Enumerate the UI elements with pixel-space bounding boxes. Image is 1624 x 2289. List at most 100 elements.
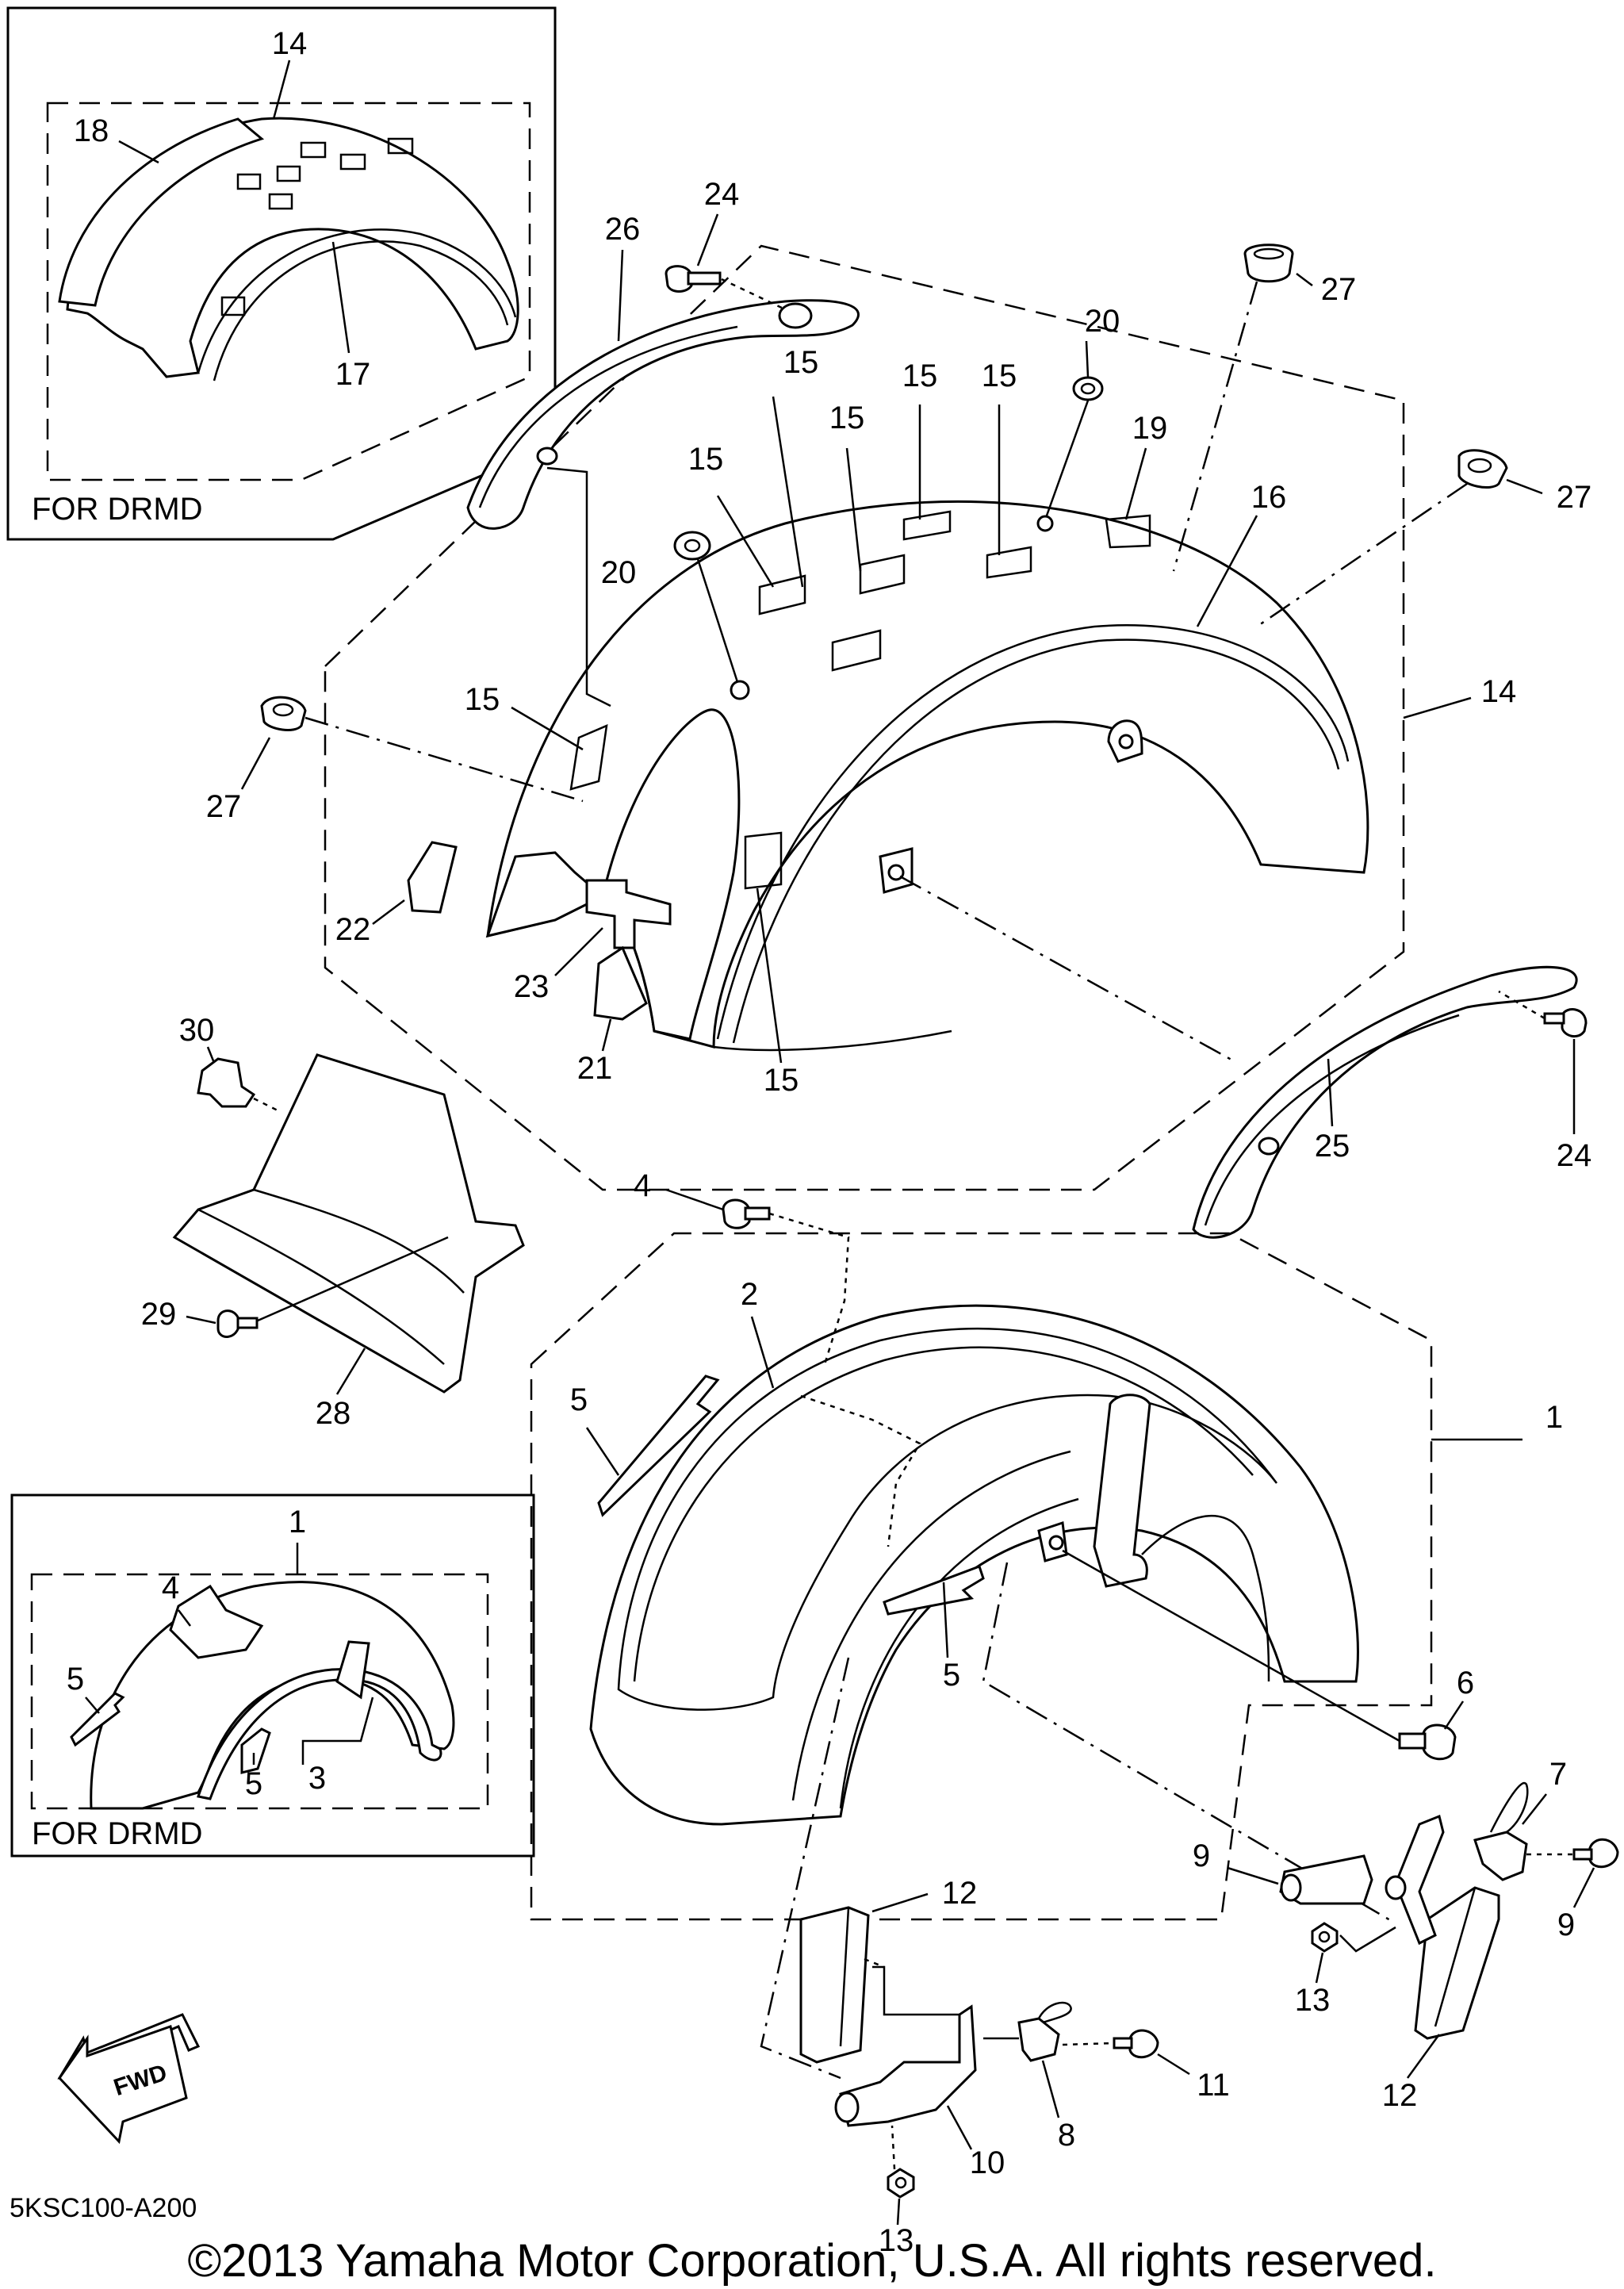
front-fender-body xyxy=(589,1304,1359,1826)
leader-19 xyxy=(1124,447,1147,520)
leader-20 xyxy=(1045,400,1090,516)
leader-5 xyxy=(585,1427,620,1476)
part-28-flap xyxy=(172,1053,525,1394)
leader-10 xyxy=(946,2105,973,2150)
part-13-nut-hole xyxy=(1318,1931,1331,1943)
label-patch-15 xyxy=(831,629,882,672)
rear-fender-tail-notch xyxy=(485,851,605,938)
callout-21: 21 xyxy=(577,1051,613,1086)
inset-top-left-border xyxy=(6,6,557,541)
label-patch-15 xyxy=(859,554,906,595)
part-4-bolt-shank xyxy=(744,1206,771,1221)
leader-26-to-fender xyxy=(546,466,611,707)
leader-12-link xyxy=(872,1965,959,2016)
centerline-front-lamp xyxy=(982,1562,1396,1925)
part-27-grommet-hole xyxy=(1253,247,1285,260)
callout-2: 2 xyxy=(741,1277,758,1312)
leader-29 xyxy=(186,1315,216,1325)
rear-fender-grommet-hole xyxy=(730,680,750,700)
part-28-flap-crease xyxy=(197,1208,445,1365)
part-8-wire xyxy=(1037,2001,1072,2024)
inset-label-patch xyxy=(300,141,327,159)
part-22 xyxy=(407,841,458,914)
dotted-12 xyxy=(864,1957,885,1969)
part-12-reflector xyxy=(799,1906,870,2064)
grommet-27-group: 27 27 xyxy=(260,243,1591,803)
callout-24: 24 xyxy=(1557,1138,1592,1173)
leader-17 xyxy=(331,241,350,354)
leader-8 xyxy=(1041,2060,1060,2118)
centerline-27 xyxy=(304,716,584,803)
callout-27: 27 xyxy=(206,789,242,824)
part-27-grommet-hole xyxy=(1467,458,1492,474)
leader-28 xyxy=(335,1348,366,1395)
leader-15 xyxy=(716,495,775,588)
leader-21 xyxy=(601,1018,612,1052)
centerline-25 xyxy=(899,875,1238,1064)
callout-7: 7 xyxy=(1549,1757,1567,1792)
centerline-front-lamp-2 xyxy=(760,1657,850,2080)
diagram-code: 5KSC100-A200 xyxy=(10,2193,197,2223)
leader-27 xyxy=(240,737,271,790)
leader-12 xyxy=(1406,2034,1441,2079)
inset-part-4 xyxy=(169,1584,264,1659)
callout-24: 24 xyxy=(704,177,740,212)
leader-24 xyxy=(696,213,719,266)
part-13-nut xyxy=(1311,1922,1339,1953)
dotted-13 xyxy=(891,2125,896,2170)
leader-4 xyxy=(178,1609,191,1627)
leader-11 xyxy=(1157,2053,1190,2076)
inset-rear-fender xyxy=(66,117,519,378)
part-27-grommet xyxy=(260,696,307,731)
copyright-notice: ©2013 Yamaha Motor Corporation, U.S.A. A… xyxy=(187,2235,1436,2287)
front-fender-hidden-bracket xyxy=(800,1394,921,1547)
inset-label-patch xyxy=(387,137,414,155)
front-fender-stripe-loop xyxy=(617,1327,1278,1711)
part-10-bracket xyxy=(839,2004,977,2127)
inset-top-left: 14 18 17 FOR DRMD xyxy=(6,6,557,541)
part-24-bolt xyxy=(665,265,693,293)
callout-9: 9 xyxy=(1193,1838,1210,1873)
leader-13 xyxy=(1315,1952,1324,1984)
rear-fender-group: 15 15 15 15 15 15 15 20 20 19 16 14 27 2… xyxy=(206,244,1516,1191)
part-20-washer xyxy=(673,531,711,561)
inset-label-patch xyxy=(276,165,301,182)
callout-6: 6 xyxy=(1457,1666,1474,1700)
part-7-bracket xyxy=(1394,1814,1445,1946)
part-5-decal xyxy=(883,1565,985,1616)
callout-26: 26 xyxy=(605,212,641,247)
part-28-flap-crease xyxy=(253,1188,465,1294)
rear-fender-side-hole xyxy=(887,864,905,881)
front-fender-inner-edge xyxy=(1141,1514,1270,1682)
callout-5: 5 xyxy=(245,1766,262,1801)
part-12-reflector xyxy=(1414,1886,1500,2040)
callout-20: 20 xyxy=(1085,304,1120,339)
callout-8: 8 xyxy=(1058,2118,1075,2153)
rear-fender-lower-edge xyxy=(713,1029,952,1052)
leader-14 xyxy=(1403,696,1472,719)
front-fender-rib xyxy=(839,1497,1079,1809)
rear-fender-grommet-hole xyxy=(1036,515,1054,532)
dotted-24 xyxy=(721,278,786,311)
leader-20 xyxy=(696,558,739,683)
callout-4: 4 xyxy=(634,1168,651,1203)
callout-15: 15 xyxy=(829,401,865,435)
centerline-27 xyxy=(1172,281,1258,572)
callout-15: 15 xyxy=(783,345,819,380)
part-23 xyxy=(585,879,672,949)
axis-6 xyxy=(1062,1549,1400,1743)
callout-5: 5 xyxy=(67,1662,84,1697)
part-25-rail xyxy=(1192,965,1578,1239)
leader-20 xyxy=(1085,340,1090,378)
front-fender-group: 5 5 2 1 4 6 xyxy=(530,1168,1563,2080)
callout-23: 23 xyxy=(514,969,550,1004)
part-24-bolt-shank xyxy=(687,271,722,286)
leader-13-link xyxy=(1339,1926,1396,1953)
rear-fender-stripe-inner xyxy=(732,638,1340,1044)
label-patch-19 xyxy=(1105,514,1151,549)
callout-30: 30 xyxy=(179,1013,215,1048)
callout-13: 13 xyxy=(879,2223,914,2258)
callout-15: 15 xyxy=(764,1063,799,1098)
label-patch-15 xyxy=(986,546,1032,579)
rear-fender-stripe-outer xyxy=(716,624,1350,1040)
